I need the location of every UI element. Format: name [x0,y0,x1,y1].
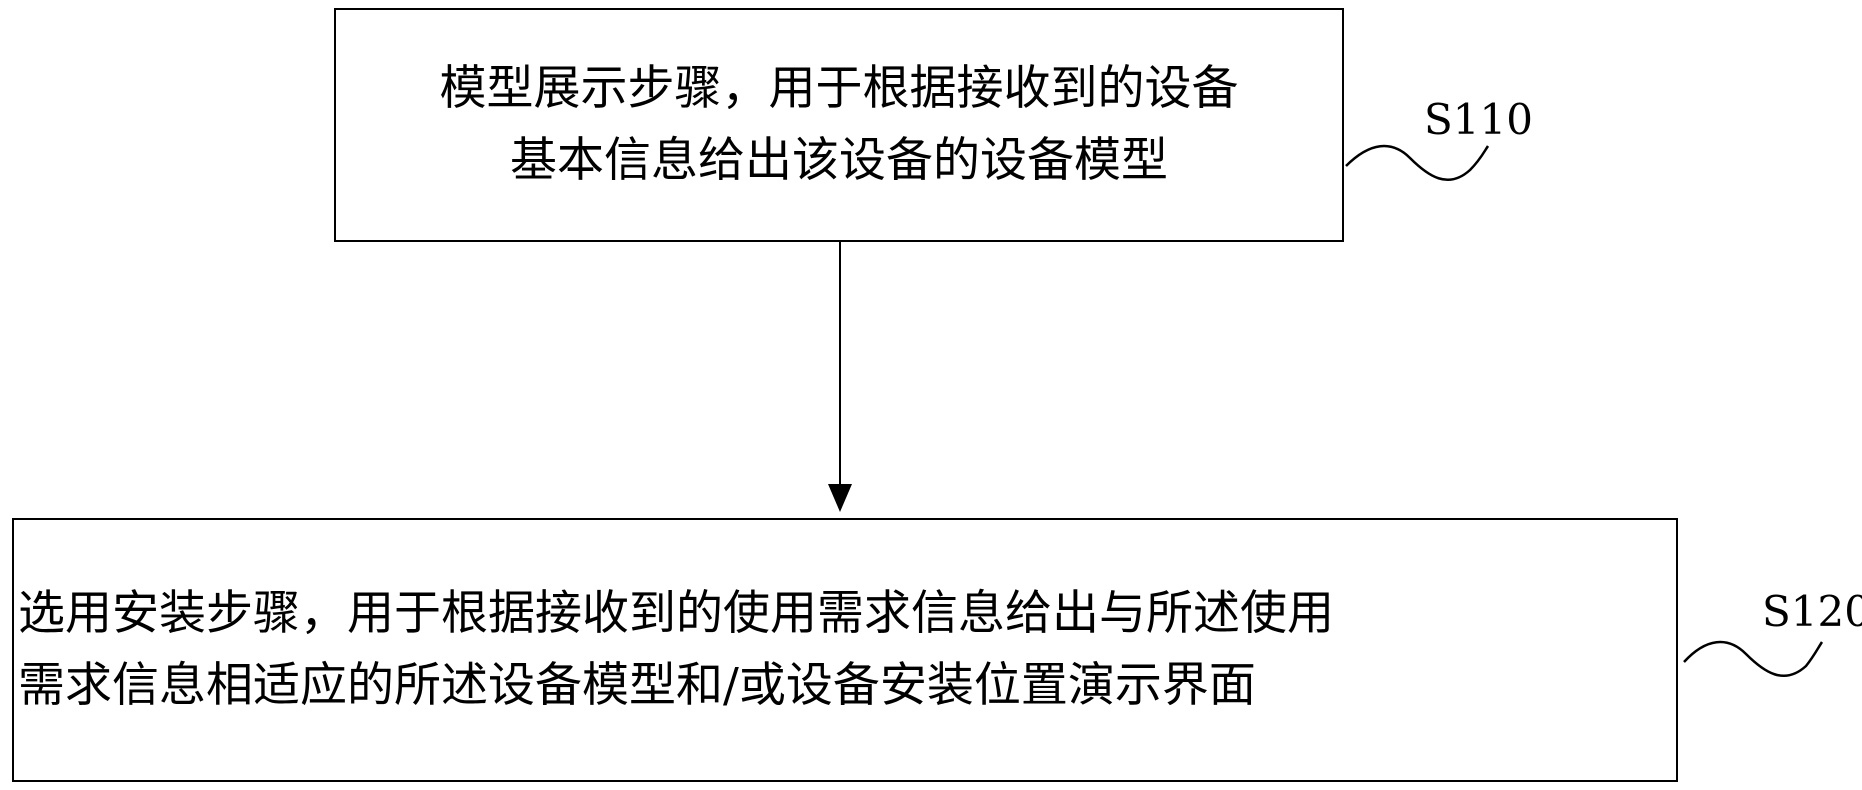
step-s120-label: S120 [1762,587,1862,636]
step-s110-label: S110 [1424,95,1533,144]
step-s110-text-line-1: 模型展示步骤，用于根据接收到的设备 [439,61,1239,116]
flow-arrowhead [828,484,852,512]
s110-leader-squiggle [1345,144,1490,182]
s120-leader-squiggle [1683,640,1824,678]
step-s120-text-line-1: 选用安装步骤，用于根据接收到的使用需求信息给出与所述使用 [18,586,1334,641]
step-s110-text-line-2: 基本信息给出该设备的设备模型 [510,133,1168,188]
step-s120-box: 选用安装步骤，用于根据接收到的使用需求信息给出与所述使用 需求信息相适应的所述设… [12,518,1678,782]
step-s110-box: 模型展示步骤，用于根据接收到的设备 基本信息给出该设备的设备模型 [334,8,1344,242]
step-s120-text-line-2: 需求信息相适应的所述设备模型和/或设备安装位置演示界面 [18,658,1256,713]
